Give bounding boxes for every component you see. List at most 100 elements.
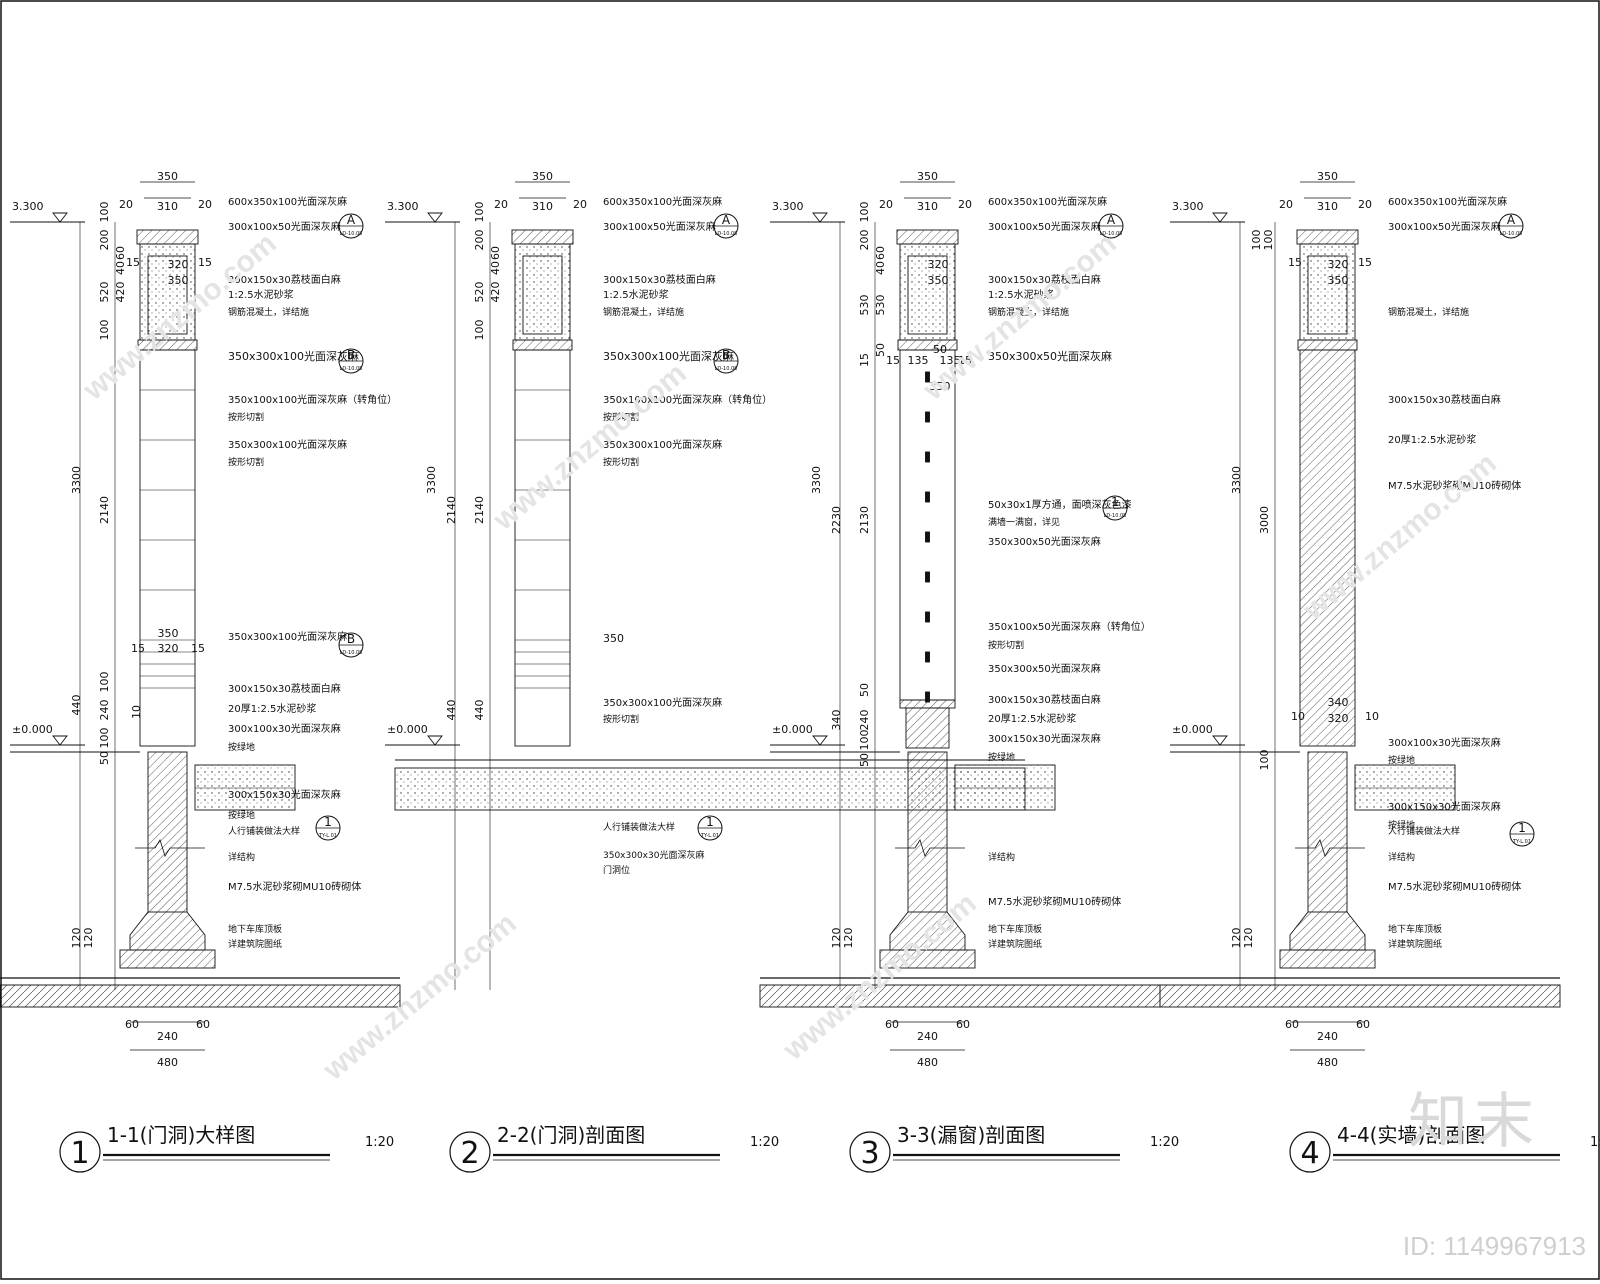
material-label: 钢筋混凝土，详结施 xyxy=(988,306,1069,318)
dimension-text: 240 xyxy=(917,1030,938,1043)
dimension-text: 15 xyxy=(1358,256,1372,269)
material-label: 1:2.5水泥砂浆 xyxy=(603,288,669,301)
material-label: 满墙一满窗，详见 xyxy=(988,516,1060,528)
dimension-text: 240 xyxy=(98,700,111,721)
callout-letter: B xyxy=(347,632,355,646)
dimension-text: 50 xyxy=(98,751,111,765)
elevation-marker xyxy=(1212,735,1228,746)
dimension-text: 320 xyxy=(928,258,949,271)
dimension-text: 240 xyxy=(157,1030,178,1043)
paving-layer xyxy=(954,764,1056,811)
material-label: 300x150x30光面深灰麻 xyxy=(1388,800,1501,813)
material-label: 350x300x100光面深灰麻 xyxy=(603,438,722,451)
cap-base xyxy=(512,339,573,351)
material-label: 地下车库顶板 xyxy=(228,923,282,935)
dimension-text: 350 xyxy=(928,274,949,287)
lattice-bar xyxy=(925,571,930,583)
cap-inner xyxy=(1307,255,1348,335)
roof-slab xyxy=(0,984,401,1008)
dimension-text: 350 xyxy=(1317,170,1338,183)
cap-base xyxy=(137,339,198,351)
dimension-text: 440 xyxy=(70,695,83,716)
material-label: 300x150x30光面深灰麻 xyxy=(988,732,1101,745)
dimension-text: 10 xyxy=(1365,710,1379,723)
material-label: 详结构 xyxy=(1388,851,1415,863)
material-label: 350x300x100光面深灰麻 xyxy=(603,696,722,709)
dimension-text: 15 xyxy=(126,256,140,269)
dimension-text: 320 xyxy=(158,642,179,655)
dimension-text: 310 xyxy=(1317,200,1338,213)
dimension-text: 340 xyxy=(1328,696,1349,709)
dimension-text: 320 xyxy=(1328,712,1349,725)
dimension-text: 60 xyxy=(885,1018,899,1031)
material-label: 300x150x30光面深灰麻 xyxy=(228,788,341,801)
material-label: 350 xyxy=(603,632,624,645)
footing-slab xyxy=(119,949,216,969)
title-number: 3 xyxy=(860,1136,879,1171)
material-label: 300x150x30荔枝面白麻 xyxy=(1388,393,1501,406)
break-mark xyxy=(135,839,205,857)
material-label: 350x300x100光面深灰麻 xyxy=(228,438,347,451)
lattice-bar xyxy=(925,611,930,623)
dimension-text: 240 xyxy=(1317,1030,1338,1043)
elevation-text: 3.300 xyxy=(12,200,44,213)
dimension-text: 15 xyxy=(1288,256,1302,269)
lattice-bar xyxy=(925,411,930,423)
dimension-text: 310 xyxy=(157,200,178,213)
dimension-text: 40 xyxy=(114,261,127,275)
footing-base xyxy=(129,911,206,951)
material-label: 详建筑院图纸 xyxy=(228,938,282,950)
callout-letter: A xyxy=(347,213,356,227)
dimension-text: 350 xyxy=(157,170,178,183)
dimension-text: 135 xyxy=(940,354,961,367)
callout-letter: 1 xyxy=(324,815,332,829)
dimension-text: 480 xyxy=(1317,1056,1338,1069)
material-label: 人行铺装做法大样 xyxy=(603,821,675,833)
dimension-text: 240 xyxy=(858,710,871,731)
dimension-text: 440 xyxy=(473,700,486,721)
dimension-text: 120 xyxy=(70,928,83,949)
dimension-text: 120 xyxy=(82,928,95,949)
roof-slab xyxy=(759,984,1161,1008)
material-label: 350x300x30光面深灰麻 xyxy=(603,849,704,861)
material-label: 详建筑院图纸 xyxy=(988,938,1042,950)
dimension-text: 15 xyxy=(886,354,900,367)
material-label: 600x350x100光面深灰麻 xyxy=(228,195,347,208)
title-number-circle xyxy=(849,1131,891,1173)
material-label: 300x150x30荔枝面白麻 xyxy=(228,273,341,286)
material-label: 按绿地 xyxy=(1388,754,1415,766)
material-label: 300x100x30光面深灰麻 xyxy=(1388,736,1501,749)
cap-inner xyxy=(147,255,188,335)
elevation-marker xyxy=(52,735,68,746)
dimension-text: 20 xyxy=(198,198,212,211)
material-label: 按绿地 xyxy=(228,809,255,821)
dimension-text: 350 xyxy=(158,627,179,640)
material-label: 350x100x100光面深灰麻（转角位） xyxy=(603,393,772,406)
callout-letter: 1 xyxy=(1111,495,1119,509)
dimension-text: 2140 xyxy=(445,496,458,524)
watermark-id: ID: 1149967913 xyxy=(1402,1231,1586,1261)
title-number-circle xyxy=(59,1131,101,1173)
dimension-text: 60 xyxy=(489,246,502,260)
dimension-text: 120 xyxy=(1242,928,1255,949)
dimension-text: 20 xyxy=(119,198,133,211)
dimension-text: 480 xyxy=(157,1056,178,1069)
dimension-text: 3000 xyxy=(1258,506,1271,534)
dimension-text: 350 xyxy=(1328,274,1349,287)
material-label: 按绿地 xyxy=(228,741,255,753)
dimension-text: 2130 xyxy=(858,506,871,534)
dimension-text: 10 xyxy=(130,705,143,719)
callout-letter: A xyxy=(1507,213,1516,227)
section-title: 3-3(漏窗)剖面图 xyxy=(897,1123,1045,1147)
title-number: 4 xyxy=(1300,1136,1319,1171)
material-label: 1:2.5水泥砂浆 xyxy=(228,288,294,301)
dimension-text: 100 xyxy=(98,202,111,223)
dimension-text: 50 xyxy=(874,343,887,357)
pier-cap xyxy=(1296,229,1359,245)
elevation-text: ±0.000 xyxy=(387,723,428,736)
footing-slab xyxy=(879,949,976,969)
elevation-text: ±0.000 xyxy=(1172,723,1213,736)
dimension-text: 10 xyxy=(1291,710,1305,723)
